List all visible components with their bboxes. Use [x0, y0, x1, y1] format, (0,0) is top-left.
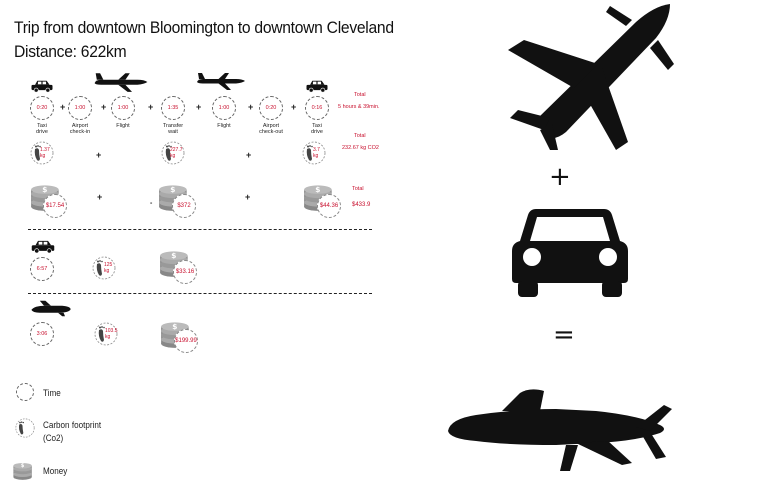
clock-icon: 1:00 [111, 96, 135, 120]
co2-value: 103.5 kg [105, 328, 118, 340]
time-value: 1:00 [218, 105, 230, 111]
clock-icon: 1:35 [161, 96, 185, 120]
big-equals-sign: = [553, 320, 575, 350]
money-text: $17.54 [45, 203, 65, 209]
money-text: $44.36 [319, 203, 339, 209]
co2-value: 1.37 kg [40, 147, 50, 159]
segment-label: Airport check-in [69, 123, 91, 135]
time-value: 1:35 [167, 105, 179, 111]
clock-icon: 0:20 [30, 96, 54, 120]
money-value: $44.36 [317, 194, 341, 218]
big-car-icon [512, 209, 628, 297]
time-total-value: 5 hours & 39min. [338, 104, 380, 110]
clock-icon: 1:00 [68, 96, 92, 120]
segment-label: Airport check-out [259, 123, 283, 135]
plus-sign: + [60, 102, 66, 112]
money-value: $199.99 [174, 329, 198, 353]
private-jet-icon [30, 300, 72, 317]
segment-label: Transfer wait [162, 123, 184, 135]
big-private-jet-icon [448, 389, 672, 471]
plus-sign: + [245, 192, 251, 202]
minus-sign: - [150, 200, 153, 207]
section-divider [28, 229, 372, 230]
co2-value: 3.7 kg [313, 147, 320, 159]
plus-sign: + [246, 150, 252, 160]
legend-money: Money [43, 466, 68, 476]
time-value: 0:20 [265, 105, 277, 111]
big-airplane-icon [508, 4, 674, 150]
legend-footprint-icon [15, 418, 35, 438]
co2-value: 125 kg [104, 262, 113, 274]
plus-sign: + [248, 102, 254, 112]
money-value: $17.54 [43, 194, 67, 218]
legend-coin-stack-icon [12, 458, 36, 482]
clock-icon: 6:57 [30, 257, 54, 281]
car-icon [30, 239, 56, 254]
airplane-icon [193, 71, 249, 91]
money-value: $33.16 [173, 260, 197, 284]
legend-carbon-line1: Carbon footprint [43, 420, 102, 430]
plus-sign: + [291, 102, 297, 112]
clock-icon: 0:16 [305, 96, 329, 120]
plus-sign: + [148, 102, 154, 112]
section-divider [28, 293, 372, 294]
segment-label: Flight [116, 123, 130, 129]
clock-icon: 1:00 [212, 96, 236, 120]
plus-sign: + [96, 150, 102, 160]
taxi-icon [305, 79, 329, 93]
money-text: $33.16 [175, 269, 195, 275]
plus-sign: + [196, 102, 202, 112]
clock-icon: 0:20 [259, 96, 283, 120]
money-value: $372 [172, 194, 196, 218]
time-value: 3:06 [36, 331, 48, 337]
legend-carbon-line2: (Co2) [43, 433, 64, 443]
segment-label: Taxi drive [311, 123, 323, 135]
co2-total-label: Total [354, 133, 366, 139]
distance-label: Distance: 622km [14, 42, 127, 61]
time-total-label: Total [354, 92, 366, 98]
time-value: 6:57 [36, 266, 48, 272]
co2-total-value: 232.67 kg CO2 [342, 145, 379, 151]
segment-label: Flight [217, 123, 231, 129]
money-total-value: $433.9 [352, 202, 371, 208]
big-plus-sign: + [549, 162, 571, 192]
time-value: 0:20 [36, 105, 48, 111]
clock-icon: 3:06 [30, 322, 54, 346]
taxi-icon [30, 79, 54, 93]
legend-time: Time [43, 388, 61, 398]
airplane-icon [91, 71, 151, 93]
plus-sign: + [97, 192, 103, 202]
time-value: 0:16 [311, 105, 323, 111]
time-value: 1:00 [74, 105, 86, 111]
plus-sign: + [101, 102, 107, 112]
money-text: $199.99 [175, 338, 197, 344]
co2-value: 227.7 kg [170, 147, 183, 159]
page-title: Trip from downtown Bloomington to downto… [14, 18, 394, 37]
segment-label: Taxi drive [36, 123, 48, 135]
time-value: 1:00 [117, 105, 129, 111]
money-text: $372 [177, 203, 191, 209]
legend-clock-icon [16, 383, 34, 401]
money-total-label: Total [352, 186, 364, 192]
